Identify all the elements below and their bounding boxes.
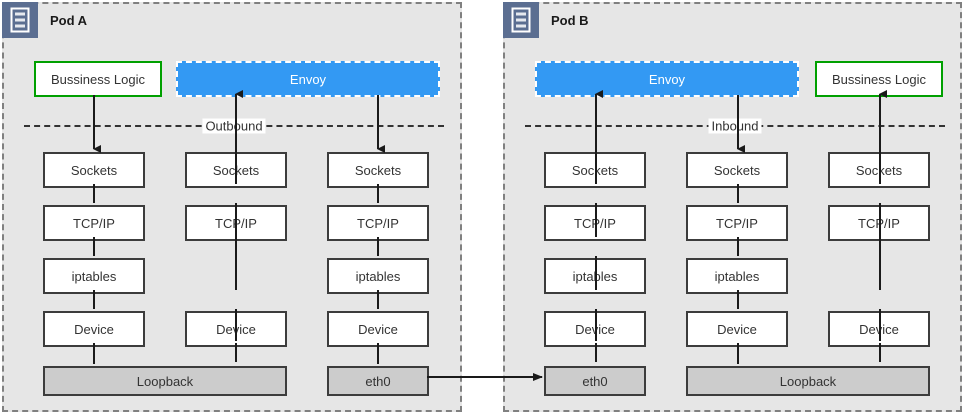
pod-b-business-logic-label: Bussiness Logic (832, 71, 926, 87)
pod-b-title: Pod B (551, 12, 589, 28)
pod-b-eth0-bar[interactable]: eth0 (544, 366, 646, 396)
pod-a-business-logic-label: Bussiness Logic (51, 71, 145, 87)
pod-b-business-logic-box[interactable]: Bussiness Logic (815, 61, 943, 97)
pod-a-col1-device[interactable]: Device (43, 311, 145, 347)
pod-a-container: Pod A Bussiness Logic Envoy Outbound Soc… (2, 2, 462, 412)
pod-a-divider-label: Outbound (202, 118, 266, 134)
pod-b-container: Pod B Envoy Bussiness Logic Inbound Sock… (503, 2, 962, 412)
pod-b-col3-device[interactable]: Device (828, 311, 930, 347)
pod-a-col2-tcpip[interactable]: TCP/IP (185, 205, 287, 241)
pod-b-col1-sockets[interactable]: Sockets (544, 152, 646, 188)
pod-b-envoy-label: Envoy (648, 71, 686, 87)
pod-b-col2-device[interactable]: Device (686, 311, 788, 347)
pod-a-col3-tcpip[interactable]: TCP/IP (327, 205, 429, 241)
pod-b-envoy-box[interactable]: Envoy (535, 61, 799, 97)
pod-a-business-logic-box[interactable]: Bussiness Logic (34, 61, 162, 97)
pod-a-col1-sockets[interactable]: Sockets (43, 152, 145, 188)
pod-b-col2-sockets[interactable]: Sockets (686, 152, 788, 188)
pod-b-col1-device[interactable]: Device (544, 311, 646, 347)
pod-b-col1-iptables[interactable]: iptables (544, 258, 646, 294)
pod-a-title: Pod A (50, 12, 88, 28)
pod-a-header: Pod A (2, 2, 87, 38)
pod-b-col2-iptables[interactable]: iptables (686, 258, 788, 294)
server-icon (2, 2, 38, 38)
pod-b-loopback-bar[interactable]: Loopback (686, 366, 930, 396)
pod-a-col1-iptables[interactable]: iptables (43, 258, 145, 294)
pod-b-divider-label: Inbound (708, 118, 762, 134)
pod-a-col2-device[interactable]: Device (185, 311, 287, 347)
pod-a-col1-tcpip[interactable]: TCP/IP (43, 205, 145, 241)
server-icon (503, 2, 539, 38)
pod-b-header: Pod B (503, 2, 589, 38)
pod-a-col2-sockets[interactable]: Sockets (185, 152, 287, 188)
pod-a-col3-sockets[interactable]: Sockets (327, 152, 429, 188)
pod-b-col2-tcpip[interactable]: TCP/IP (686, 205, 788, 241)
pod-a-loopback-bar[interactable]: Loopback (43, 366, 287, 396)
pod-b-col1-tcpip[interactable]: TCP/IP (544, 205, 646, 241)
pod-a-envoy-box[interactable]: Envoy (176, 61, 440, 97)
pod-a-envoy-label: Envoy (289, 71, 327, 87)
pod-a-col3-device[interactable]: Device (327, 311, 429, 347)
pod-b-col3-sockets[interactable]: Sockets (828, 152, 930, 188)
pod-a-eth0-bar[interactable]: eth0 (327, 366, 429, 396)
pod-a-col3-iptables[interactable]: iptables (327, 258, 429, 294)
pod-b-col3-tcpip[interactable]: TCP/IP (828, 205, 930, 241)
